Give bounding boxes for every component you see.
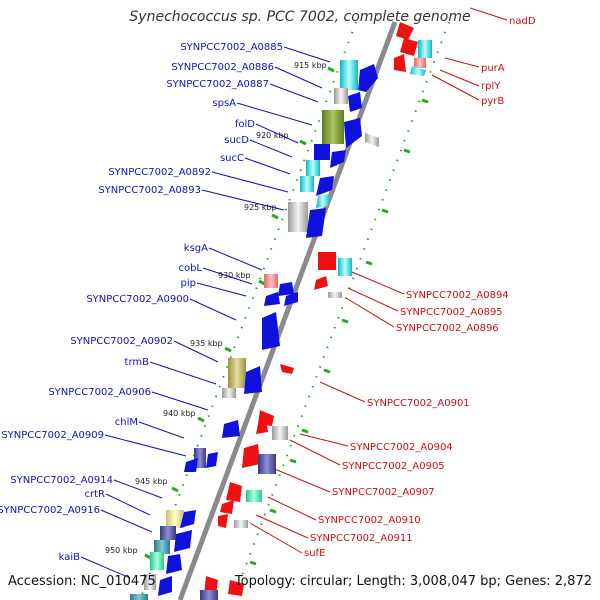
gene-label: trmB: [125, 357, 150, 368]
gene-label: SYNPCC7002_A0909: [1, 430, 104, 441]
gene-label: SYNPCC7002_A0887: [166, 79, 269, 90]
gene-label: SYNPCC7002_A0895: [400, 307, 503, 318]
gene-features: [130, 22, 432, 600]
gene-label: SYNPCC7002_A0914: [10, 475, 113, 486]
gene-label: SYNPCC7002_A0906: [48, 387, 151, 398]
kbp-label: 935 kbp: [190, 339, 223, 348]
gene-label: SYNPCC7002_A0916: [0, 505, 100, 516]
kbp-label: 925 kbp: [244, 203, 277, 212]
gene-label: kaiB: [59, 552, 81, 563]
gene-label: SYNPCC7002_A0902: [70, 336, 173, 347]
gene-label: sucD: [224, 135, 249, 146]
right-gene-labels: nadD purA rplY pyrB SYNPCC7002_A0894 SYN…: [304, 16, 536, 559]
strand-ticks: [249, 98, 429, 566]
gene-label: purA: [481, 63, 505, 74]
gene-label: folD: [235, 119, 255, 130]
gene-label: crtR: [85, 489, 106, 500]
gene-label: SYNPCC7002_A0907: [332, 487, 435, 498]
gene-label: SYNPCC7002_A0886: [171, 62, 274, 73]
gene-label: ksgA: [184, 243, 208, 254]
gene-label: cobL: [178, 263, 202, 274]
kbp-label: 915 kbp: [294, 61, 327, 70]
gene-label: SYNPCC7002_A0901: [367, 398, 470, 409]
kbp-ticks: [144, 66, 335, 560]
gene-label: sucC: [220, 153, 244, 164]
gene-label: SYNPCC7002_A0892: [108, 167, 211, 178]
gene-label: sufE: [304, 548, 325, 559]
gene-label: SYNPCC7002_A0893: [98, 185, 201, 196]
map-title: Synechococcus sp. PCC 7002, complete gen…: [129, 9, 471, 25]
gene-label: SYNPCC7002_A0885: [180, 42, 283, 53]
left-connectors: [80, 46, 331, 579]
topology-text: Topology: circular; Length: 3,008,047 bp…: [234, 574, 592, 589]
gene-label: SYNPCC7002_A0905: [342, 461, 445, 472]
gene-label: rplY: [481, 81, 501, 92]
gene-label: SYNPCC7002_A0900: [86, 294, 189, 305]
gene-label: SYNPCC7002_A0904: [350, 442, 453, 453]
gene-label: pyrB: [481, 96, 504, 107]
left-gene-labels: SYNPCC7002_A0885 SYNPCC7002_A0886 SYNPCC…: [0, 42, 283, 563]
gene-label: spsA: [212, 98, 236, 109]
kbp-labels: 915 kbp 920 kbp 925 kbp 930 kbp 935 kbp …: [105, 61, 327, 555]
right-connectors: [249, 7, 508, 554]
kbp-label: 940 kbp: [163, 409, 196, 418]
kbp-label: 950 kbp: [105, 546, 138, 555]
accession-text: Accession: NC_010475: [8, 574, 156, 589]
gene-label: chlM: [115, 417, 138, 428]
kbp-label: 930 kbp: [218, 271, 251, 280]
gene-label: pip: [181, 278, 196, 289]
gene-label: nadD: [509, 16, 536, 27]
gene-label: SYNPCC7002_A0896: [396, 323, 499, 334]
gene-label: SYNPCC7002_A0894: [406, 290, 509, 301]
gene-label: SYNPCC7002_A0910: [318, 515, 421, 526]
kbp-label: 945 kbp: [135, 477, 168, 486]
gene-label: SYNPCC7002_A0911: [310, 533, 413, 544]
kbp-label: 920 kbp: [256, 131, 289, 140]
